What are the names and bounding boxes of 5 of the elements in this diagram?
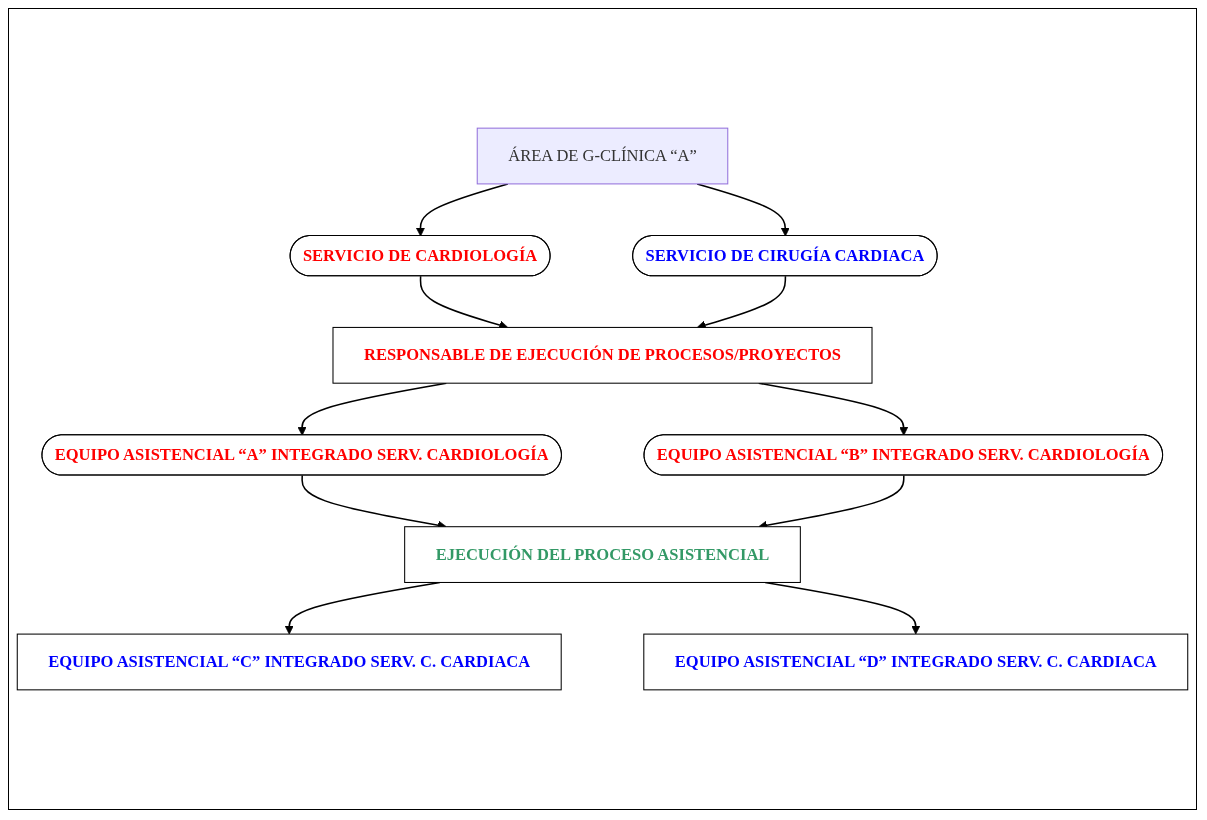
node-box: EQUIPO ASISTENCIAL “C” INTEGRADO SERV. C. CARDIACA — [16, 633, 562, 691]
node-box: ÁREA DE G-CLÍNICA “A” — [476, 127, 729, 185]
node-box: RESPONSABLE DE EJECUCIÓN DE PROCESOS/PROYECTOS — [332, 326, 873, 384]
node-box: EQUIPO ASISTENCIAL “D” INTEGRADO SERV. C. CARDIACA — [643, 633, 1189, 691]
node-box: EJECUCIÓN DEL PROCESO ASISTENCIAL — [404, 526, 801, 583]
